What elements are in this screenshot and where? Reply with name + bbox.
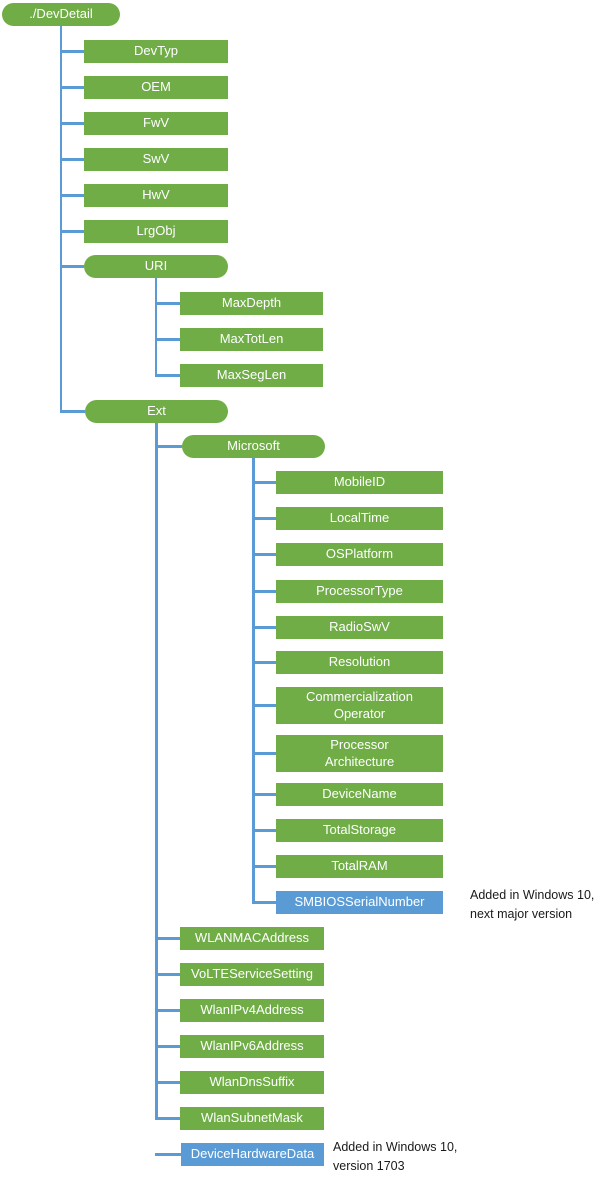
node-uri: URI — [84, 255, 228, 278]
node-totalram: TotalRAM — [276, 855, 443, 878]
connector-stub-hwv — [59, 194, 84, 197]
node-maxdepth: MaxDepth — [180, 292, 323, 315]
connector-stub-wlanipv4address — [155, 1009, 180, 1012]
connector-stub-totalstorage — [252, 829, 276, 832]
connector-stub-localtime — [252, 517, 276, 520]
node-resolution: Resolution — [276, 651, 443, 674]
node-osplatform: OSPlatform — [276, 543, 443, 566]
node-smbiosserialnumber: SMBIOSSerialNumber — [276, 891, 443, 914]
connector-stub-commercializationoperator — [252, 704, 276, 707]
node-mobileid: MobileID — [276, 471, 443, 494]
connector-stub-mobileid — [252, 481, 276, 484]
node-wlansubnetmask: WlanSubnetMask — [180, 1107, 324, 1130]
connector-stub-radioswv — [252, 626, 276, 629]
connector-stub-wlanmacaddress — [155, 937, 180, 940]
connector-stub-osplatform — [252, 553, 276, 556]
annotation-smbiosserialnumber: Added in Windows 10, next major version — [470, 888, 595, 921]
connector-trunk-devdetail — [59, 26, 63, 413]
annotation-devicehardwaredata: Added in Windows 10, version 1703 — [333, 1140, 458, 1173]
node-wlandnssuffix: WlanDnsSuffix — [180, 1071, 324, 1094]
connector-stub-oem — [59, 86, 84, 89]
connector-stub-volteservicesetting — [155, 973, 180, 976]
connector-stub-wlansubnetmask — [155, 1117, 180, 1120]
node-devicehardwaredata: DeviceHardwareData — [181, 1143, 324, 1166]
connector-stub-uri — [59, 265, 84, 268]
node-volteservicesetting: VoLTEServiceSetting — [180, 963, 324, 986]
connector-stub-processortype — [252, 590, 276, 593]
connector-stub-processorarchitecture — [252, 752, 276, 755]
node-lrgobj: LrgObj — [84, 220, 228, 243]
connector-trunk-uri — [154, 278, 158, 377]
node-oem: OEM — [84, 76, 228, 99]
connector-stub-smbiosserialnumber — [252, 901, 276, 904]
node-wlanipv6address: WlanIPv6Address — [180, 1035, 324, 1058]
node-microsoft: Microsoft — [182, 435, 325, 458]
node-localtime: LocalTime — [276, 507, 443, 530]
connector-stub-devicename — [252, 793, 276, 796]
node-fwv: FwV — [84, 112, 228, 135]
connector-stub-devtyp — [59, 50, 84, 53]
connector-stub-maxtotlen — [154, 338, 180, 341]
connector-stub-wlandnssuffix — [155, 1081, 180, 1084]
node-devicename: DeviceName — [276, 783, 443, 806]
connector-trunk-microsoft — [252, 458, 255, 904]
connector-trunk-ext — [155, 423, 158, 1120]
node-swv: SwV — [84, 148, 228, 171]
node-radioswv: RadioSwV — [276, 616, 443, 639]
node-processortype: ProcessorType — [276, 580, 443, 603]
node-maxseglen: MaxSegLen — [180, 364, 323, 387]
node-wlanipv4address: WlanIPv4Address — [180, 999, 324, 1022]
node-wlanmacaddress: WLANMACAddress — [180, 927, 324, 950]
node-totalstorage: TotalStorage — [276, 819, 443, 842]
connector-stub-wlanipv6address — [155, 1045, 180, 1048]
connector-stub-maxdepth — [154, 302, 180, 305]
connector-stub-fwv — [59, 122, 84, 125]
node-devtyp: DevTyp — [84, 40, 228, 63]
node-maxtotlen: MaxTotLen — [180, 328, 323, 351]
connector-stub-maxseglen — [154, 374, 180, 377]
node-commercializationoperator: Commercialization Operator — [276, 687, 443, 724]
node-ext: Ext — [85, 400, 228, 423]
connector-stub-lrgobj — [59, 230, 84, 233]
connector-stub-swv — [59, 158, 84, 161]
connector-stub-totalram — [252, 865, 276, 868]
connector-stub-devicehardwaredata — [155, 1153, 181, 1156]
connector-stub-resolution — [252, 661, 276, 664]
node-processorarchitecture: Processor Architecture — [276, 735, 443, 772]
node-hwv: HwV — [84, 184, 228, 207]
connector-stub-ext — [59, 410, 85, 413]
connector-stub-microsoft — [155, 445, 182, 448]
node-devdetail: ./DevDetail — [2, 3, 120, 26]
